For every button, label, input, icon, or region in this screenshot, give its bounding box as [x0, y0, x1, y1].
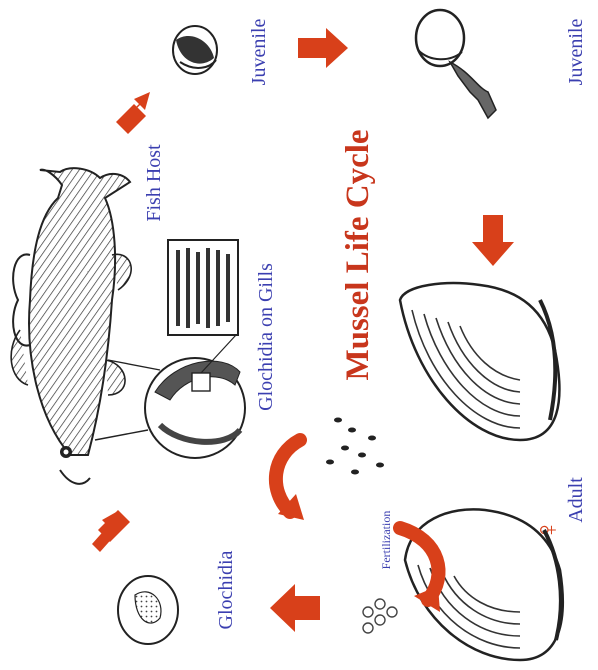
glochidium-icon	[118, 576, 178, 644]
arrow-glochidia-to-fish	[92, 510, 130, 552]
juvenile-mussel-icon	[173, 26, 217, 74]
sperm-icon	[326, 418, 384, 475]
label-glochidia: Glochidia	[215, 550, 237, 629]
fertilization-arrow-top	[276, 440, 304, 520]
juvenile-mussel-icon-2	[416, 10, 496, 118]
arrow-juvenile-to-juvenile	[298, 28, 348, 68]
arrow-juvenile-to-adult	[472, 215, 514, 266]
adult-mussel-icon-female	[405, 509, 563, 660]
label-fertilization: Fertilization	[379, 511, 393, 570]
arrow-fish-to-juvenile	[116, 92, 150, 134]
label-glochidia-on-gills: Glochidia on Gills	[255, 263, 277, 411]
adult-mussel-icon-male	[400, 283, 559, 440]
egg-cluster-icon	[363, 599, 397, 633]
diagram-title: Mussel Life Cycle	[340, 129, 376, 380]
arrow-female-to-glochidia	[270, 584, 320, 632]
title-text: Mussel Life Cycle	[340, 129, 376, 380]
label-adult: Adult	[565, 477, 587, 523]
label-fish-host: Fish Host	[143, 144, 165, 222]
svg-text:Mussel Life Cycle: Mussel Life Cycle	[340, 129, 376, 380]
label-juvenile-1: Juvenile	[248, 19, 270, 86]
label-juvenile-2: Juvenile	[565, 19, 587, 86]
